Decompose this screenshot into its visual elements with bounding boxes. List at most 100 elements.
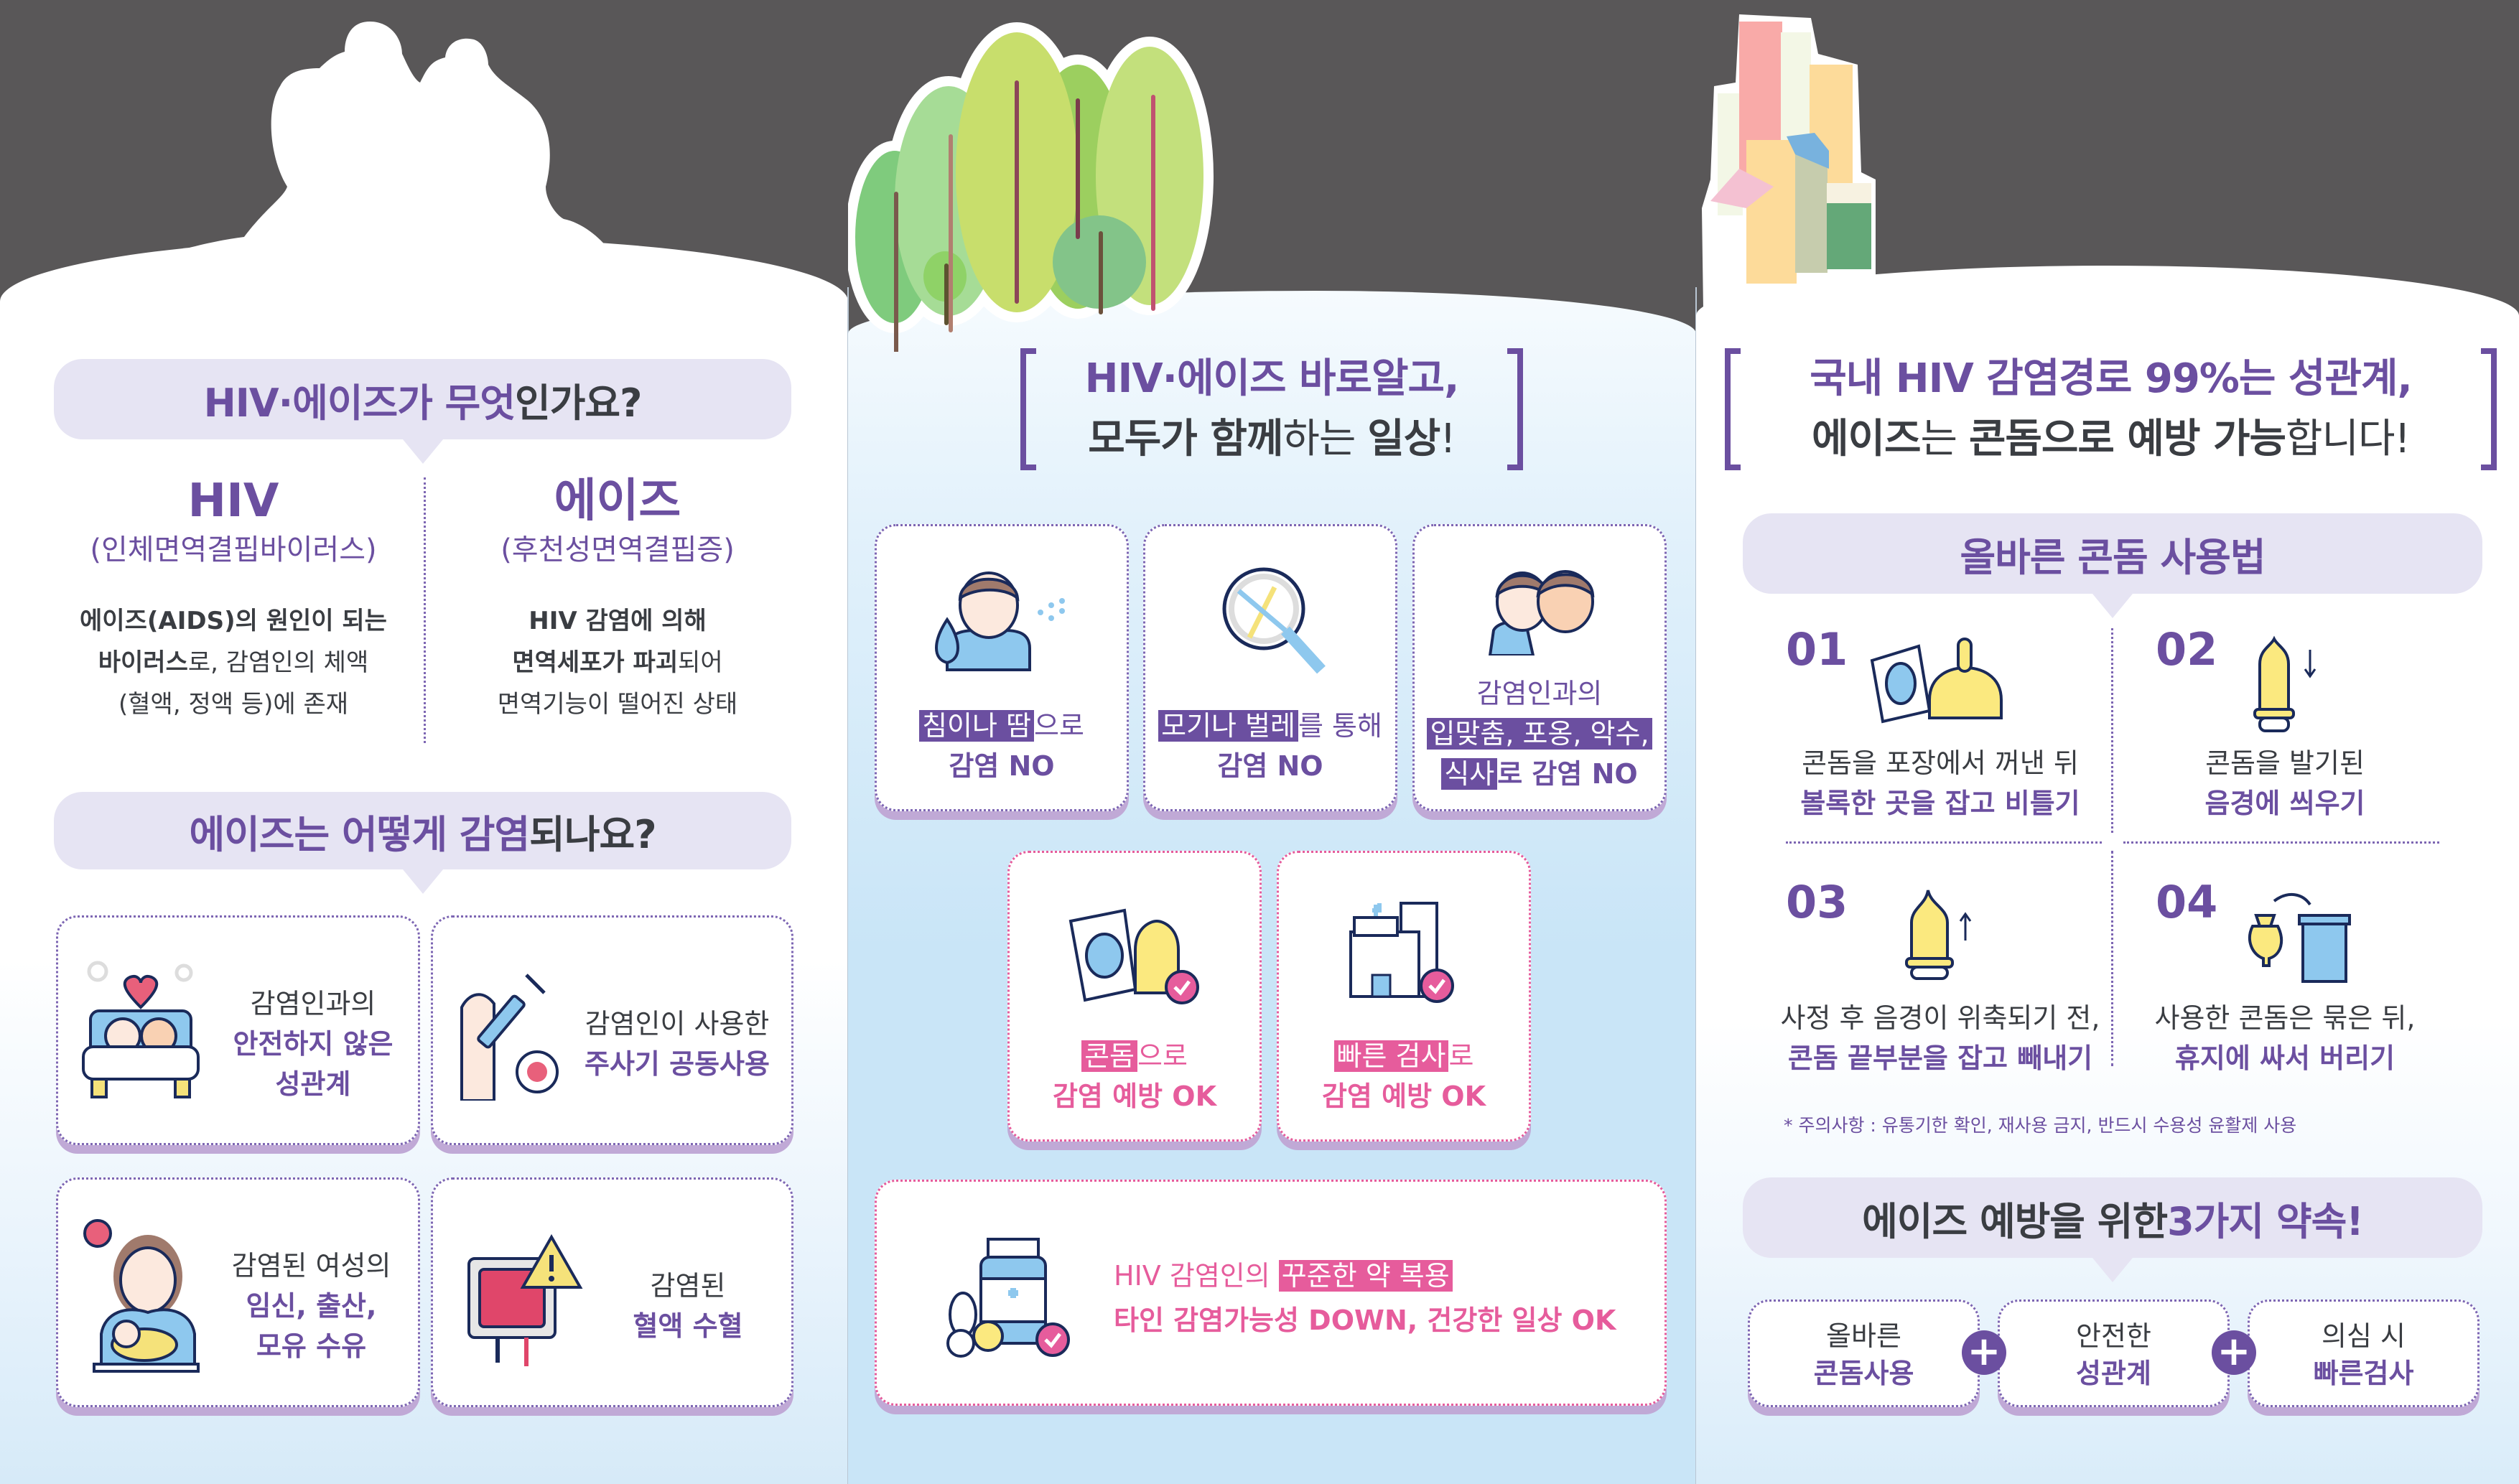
step1-line1: 콘돔을 포장에서 꺼낸 뒤 <box>1802 747 2079 779</box>
promise-condom: 올바른 콘돔사용 <box>1748 1299 1980 1407</box>
card3-line3: 모유 수유 <box>256 1330 367 1362</box>
right-title: 국내 HIV 감염경로 99%는 성관계, 에이즈는 콘돔으로 예방 가능합니다… <box>1725 348 2497 470</box>
no-card1-highlight: 침이나 땀 <box>919 710 1034 742</box>
condom-check-icon <box>1068 908 1199 1004</box>
right-title-line1: 국내 HIV 감염경로 99%는 성관계, <box>1810 355 2413 402</box>
promises-title-a: 에이즈 예방을 위한 <box>1862 1198 2168 1244</box>
step3-line1: 사정 후 음경이 위축되기 전, <box>1780 1002 2100 1034</box>
promise3-line1: 의심 시 <box>2322 1320 2406 1352</box>
aids-line3: 면역기능이 떨어진 상태 <box>497 690 738 719</box>
hiv-line2-bold: 바이러스 <box>98 648 188 677</box>
hiv-line2-rest: 로, 감염인의 체액 <box>187 648 369 677</box>
infection-card-sex: 감염인과의 안전하지 않은 성관계 <box>56 915 420 1145</box>
what-is-title-part1: HIV·에이즈가 무엇 <box>203 380 516 426</box>
right-title-line2-c: 콘돔으로 예방 가능 <box>1968 416 2286 462</box>
caution-note: * 주의사항 : 유통기한 확인, 재사용 금지, 반드시 수용성 윤활제 사용 <box>1784 1115 2297 1136</box>
wide-card-line1-highlight: 꾸준한 약 복용 <box>1278 1260 1453 1292</box>
step3-line2: 콘돔 끝부분을 잡고 빼내기 <box>1787 1042 2093 1074</box>
sweat-saliva-icon <box>935 571 1065 671</box>
card3-line1: 감염된 여성의 <box>231 1250 391 1282</box>
bracket-right <box>1507 348 1523 470</box>
no-card3-highlight: 입맞춤, 포옹, 악수, <box>1427 718 1652 750</box>
card4-line1: 감염된 <box>650 1270 726 1302</box>
hiv-line3: (혈액, 정액 등)에 존재 <box>118 690 348 719</box>
no-card1-line2: 감염 NO <box>949 750 1055 782</box>
bracket-right <box>2481 348 2497 470</box>
ok-card2-line2: 감염 예방 OK <box>1321 1081 1486 1112</box>
what-is-title-part2: 인가요? <box>515 380 642 426</box>
card2-line1: 감염인이 사용한 <box>585 1008 770 1040</box>
promises-title-bubble: 에이즈 예방을 위한 3가지 약속! <box>1743 1177 2482 1282</box>
trees-icon <box>848 22 1214 352</box>
infection-card-blood: 감염된 혈액 수혈 <box>431 1177 793 1407</box>
hiv-line1: 에이즈(AIDS)의 원인이 되는 <box>80 607 387 635</box>
definition-divider <box>424 477 426 743</box>
no-card3-pre: 감염인과의 <box>1476 678 1603 709</box>
step2-number: 02 <box>2156 623 2218 676</box>
wide-card-line2: 타인 감염가능성 DOWN, 건강한 일상 OK <box>1114 1305 1616 1336</box>
hiv-heading: HIV <box>187 475 279 528</box>
bracket-left <box>1725 348 1741 470</box>
step2-line1: 콘돔을 발기된 <box>2205 747 2365 779</box>
hospital-check-icon <box>1349 902 1454 1003</box>
middle-title-line2-c: 일상 <box>1367 416 1440 462</box>
right-panel: 국내 HIV 감염경로 99%는 성관계, 에이즈는 콘돔으로 예방 가능합니다… <box>1696 0 2519 1484</box>
step-divider-vertical <box>2111 628 2113 833</box>
promise2-line1: 안전한 <box>2076 1320 2151 1352</box>
promise2-line2: 성관계 <box>2076 1358 2151 1389</box>
promises-title-b: 3가지 약속! <box>2167 1198 2364 1244</box>
couple-in-bed-icon <box>82 961 200 1098</box>
ok-card1-highlight: 콘돔 <box>1081 1040 1137 1072</box>
promise-quick-test: 의심 시 빠른검사 <box>2248 1299 2480 1407</box>
ok-card1-rest: 으로 <box>1137 1040 1188 1072</box>
two-friends-icon <box>1488 570 1595 655</box>
step4-line2: 휴지에 싸서 버리기 <box>2174 1042 2395 1074</box>
step4-number: 04 <box>2156 876 2218 928</box>
promise1-line1: 올바른 <box>1826 1320 1901 1352</box>
mosquito-magnifier-icon <box>1222 567 1326 674</box>
promise3-line2: 빠른검사 <box>2313 1358 2414 1389</box>
no-card1-rest: 으로 <box>1034 710 1084 742</box>
step-divider-horizontal <box>1786 841 2102 844</box>
no-card3-highlight2: 식사 <box>1441 758 1498 790</box>
no-card2-line2: 감염 NO <box>1217 750 1323 782</box>
city-buildings-icon <box>1702 14 1876 309</box>
how-infected-title-part2: 되나요? <box>529 811 656 857</box>
trash-can-icon <box>2248 893 2351 983</box>
condom-usage-title-bubble: 올바른 콘돔 사용법 <box>1743 513 2482 618</box>
condom-remove-icon <box>1905 890 1972 980</box>
step3-number: 03 <box>1786 876 1848 928</box>
syringe-icon <box>460 974 559 1101</box>
middle-title-line2-b: 하는 <box>1282 416 1368 462</box>
ok-card2-highlight: 빠른 검사 <box>1333 1040 1449 1072</box>
condom-rolldown-icon <box>2253 635 2317 732</box>
aids-heading: 에이즈 <box>554 475 681 528</box>
card3-line2: 임신, 출산, <box>246 1290 377 1322</box>
right-title-line2-b: 는 <box>1920 416 1969 462</box>
step-divider-vertical <box>2111 851 2113 1066</box>
ok-card1-line2: 감염 예방 OK <box>1052 1081 1217 1112</box>
ok-card2-rest: 로 <box>1448 1040 1474 1072</box>
step1-line2: 볼록한 곳을 잡고 비틀기 <box>1800 788 2080 819</box>
step2-line2: 음경에 씌우기 <box>2204 788 2365 819</box>
no-card2-rest: 를 통해 <box>1298 710 1382 742</box>
how-infected-title-part1: 에이즈는 어떻게 감염 <box>189 811 530 857</box>
right-title-line2-a: 에이즈 <box>1811 416 1922 462</box>
blood-bag-warning-icon <box>467 1233 583 1366</box>
card1-line2: 안전하지 않은 <box>233 1028 394 1060</box>
ok-card-medication: HIV 감염인의 꾸준한 약 복용 타인 감염가능성 DOWN, 건강한 일상 … <box>875 1180 1667 1406</box>
wide-card-line1-pre: HIV 감염인의 <box>1114 1260 1279 1292</box>
infection-card-mother: 감염된 여성의 임신, 출산, 모유 수유 <box>56 1177 420 1407</box>
step4-line1: 사용한 콘돔은 묶은 뒤, <box>2154 1002 2416 1034</box>
bracket-left <box>1020 348 1036 470</box>
card1-line3: 성관계 <box>275 1068 351 1100</box>
infection-card-syringe: 감염인이 사용한 주사기 공동사용 <box>431 915 793 1145</box>
aids-line2-rest: 되어 <box>678 648 723 677</box>
